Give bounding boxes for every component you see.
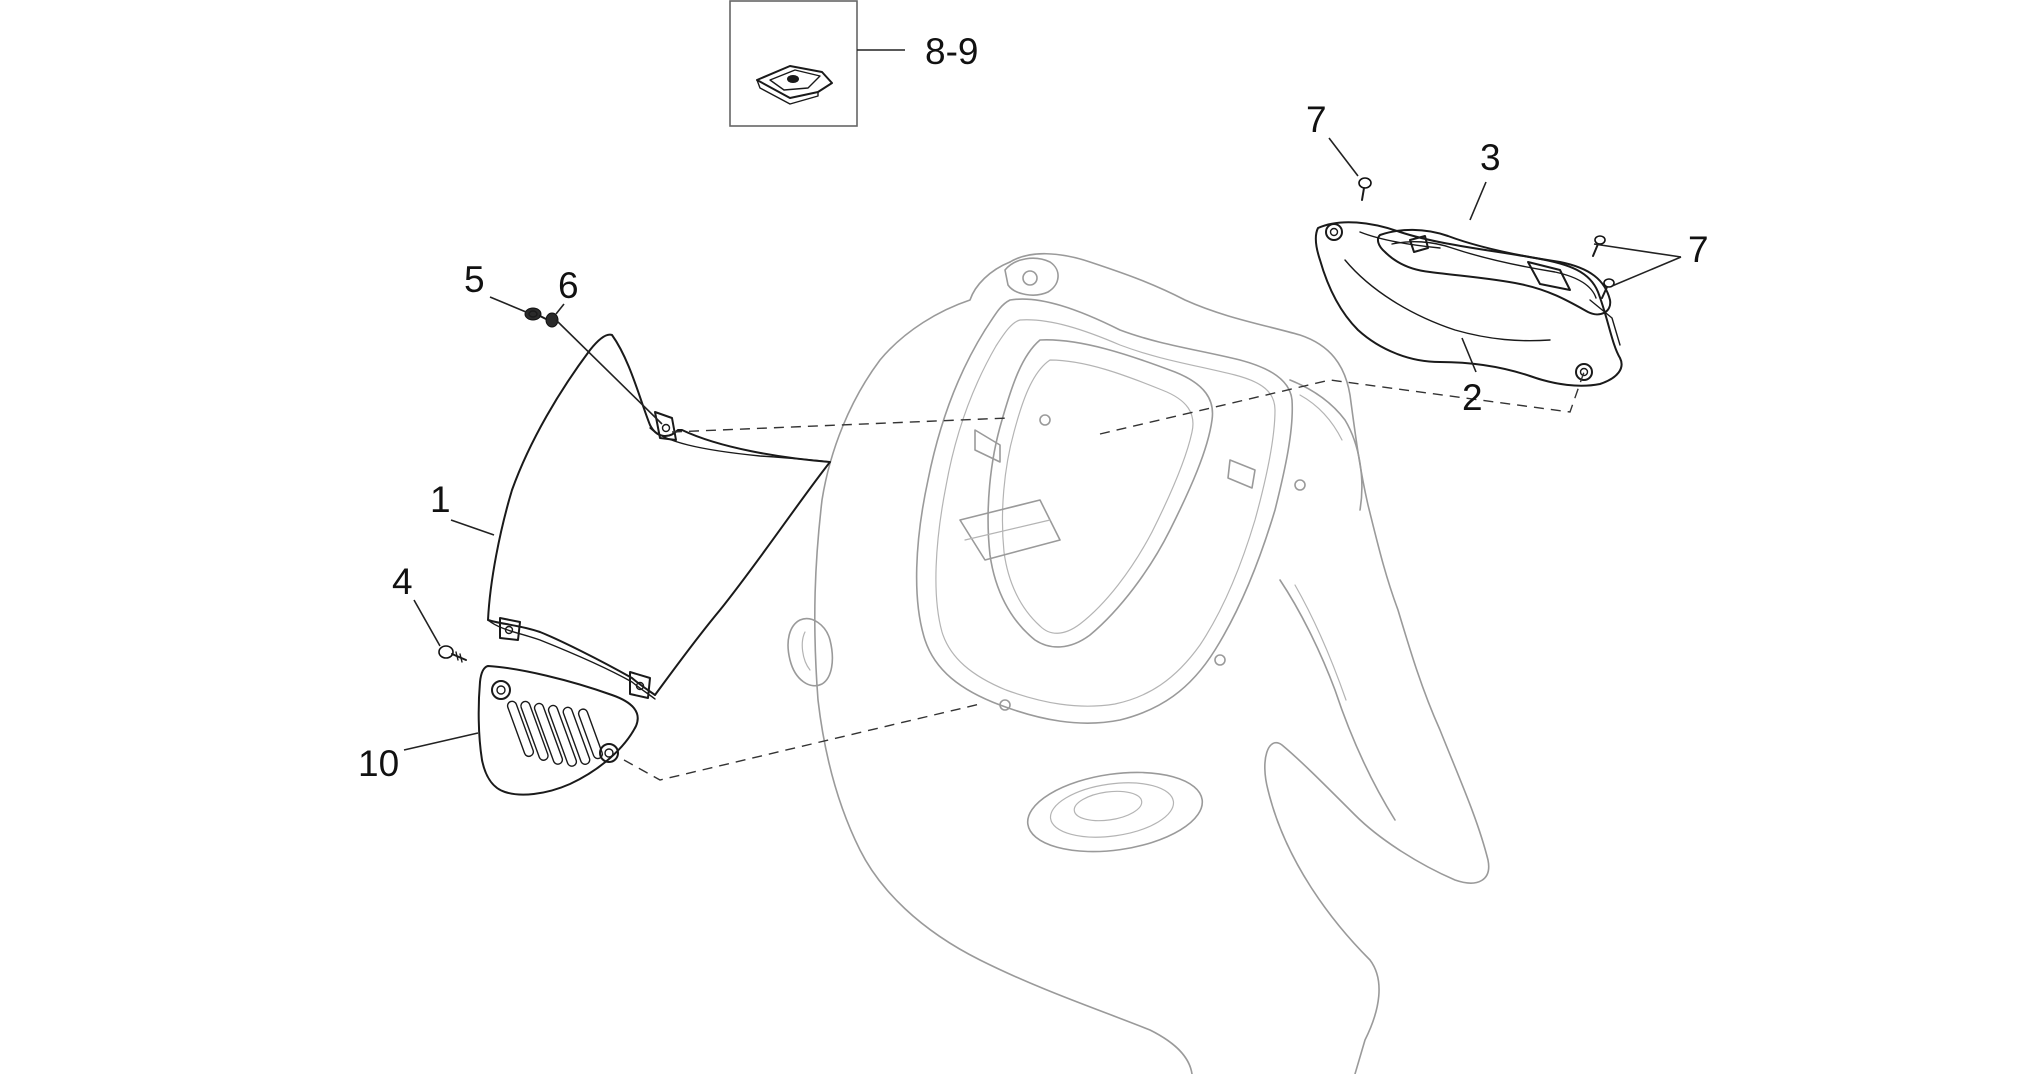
- screw-part-6: [545, 312, 559, 328]
- front-shield-body: [787, 252, 1490, 1074]
- callout-10: 10: [358, 743, 399, 784]
- callout-7-right: 7: [1688, 229, 1709, 270]
- callout-6: 6: [558, 265, 579, 306]
- clip-inset-box-part-8-9: [729, 0, 858, 127]
- screw-part-5: [524, 307, 549, 321]
- callout-1: 1: [430, 479, 451, 520]
- screw-part-7-right-a: [1592, 235, 1606, 257]
- callout-2: 2: [1462, 377, 1483, 418]
- assembly-lines: [623, 371, 1585, 781]
- screw-part-4: [438, 645, 467, 663]
- callout-3: 3: [1480, 137, 1501, 178]
- screw-part-7-right-b: [1601, 278, 1615, 299]
- grille-part-10: [477, 665, 639, 796]
- cowl-part-2: [1314, 221, 1623, 387]
- grille-slots: [506, 700, 604, 767]
- trim-frame-part-3: [1376, 228, 1621, 346]
- callout-8-9: 8-9: [925, 31, 978, 72]
- callout-4: 4: [392, 561, 413, 602]
- leader-lines: [403, 49, 1682, 751]
- callout-labels: 8-9 5 6 1 4 10 7 3 7 2: [358, 31, 1709, 784]
- panel-part-1: [487, 333, 831, 700]
- screw-part-7-top: [1358, 177, 1372, 201]
- hardware: [438, 0, 1615, 663]
- callout-7-top: 7: [1306, 99, 1327, 140]
- callout-5: 5: [464, 259, 485, 300]
